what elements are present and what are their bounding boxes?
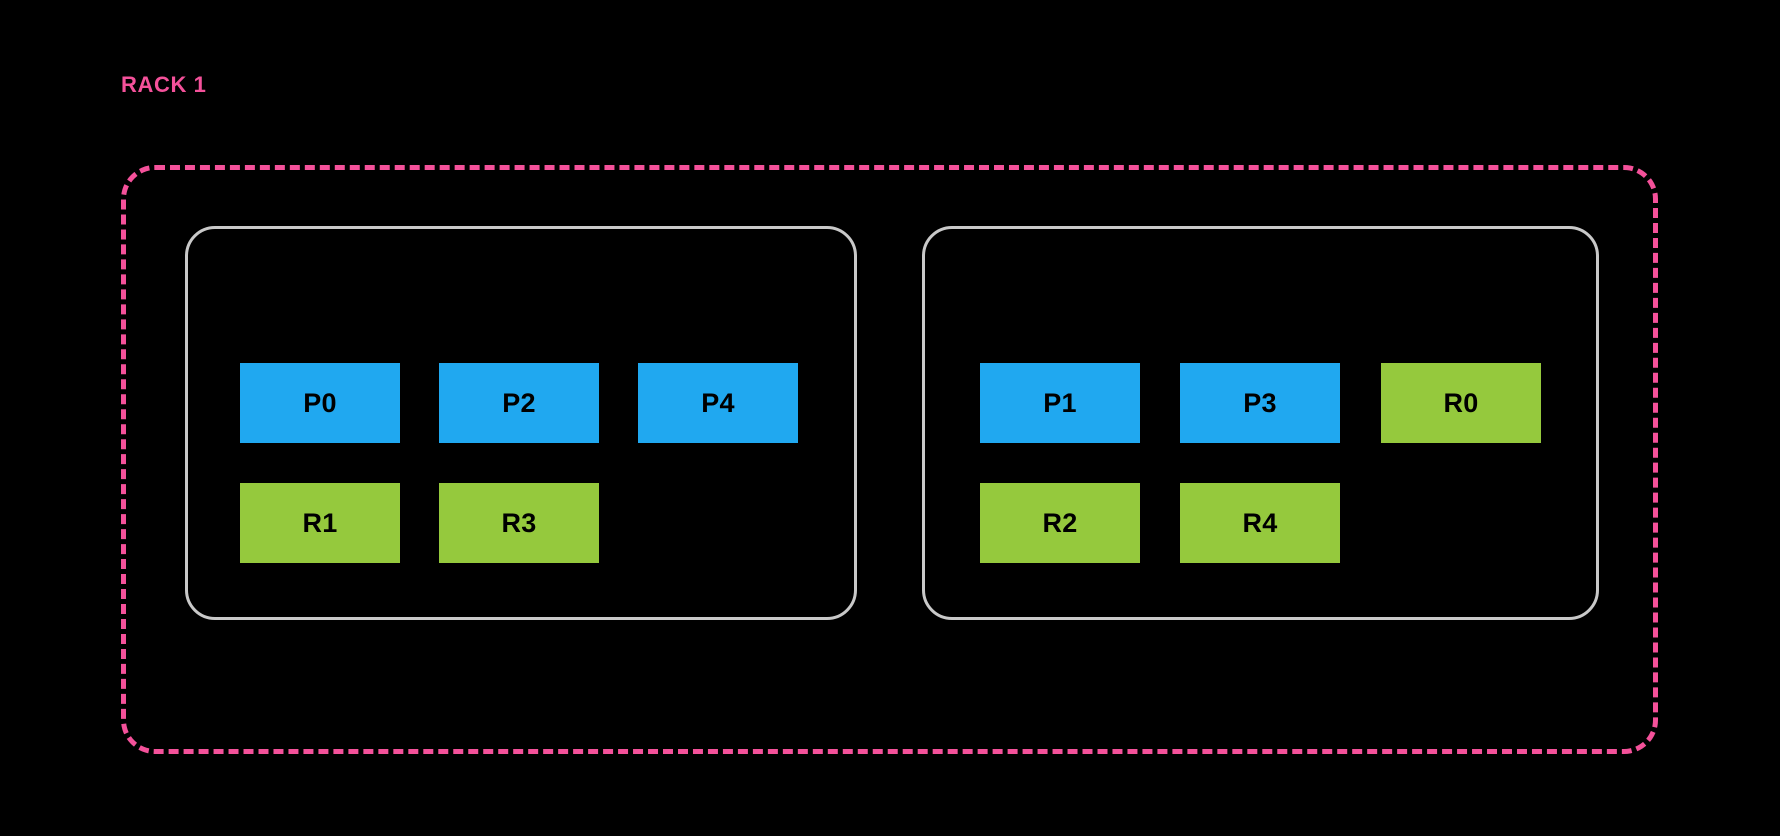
shard-p4[interactable]: P4 [638, 363, 798, 443]
rack-boundary [121, 165, 1658, 754]
node-panel-right [922, 226, 1599, 620]
shard-r3[interactable]: R3 [439, 483, 599, 563]
shard-r0[interactable]: R0 [1381, 363, 1541, 443]
shard-p2[interactable]: P2 [439, 363, 599, 443]
shard-r1[interactable]: R1 [240, 483, 400, 563]
shard-r4[interactable]: R4 [1180, 483, 1340, 563]
rack-label: RACK 1 [121, 72, 207, 97]
shard-p1[interactable]: P1 [980, 363, 1140, 443]
shard-r2[interactable]: R2 [980, 483, 1140, 563]
node-panel-left [185, 226, 857, 620]
shard-p0[interactable]: P0 [240, 363, 400, 443]
shard-p3[interactable]: P3 [1180, 363, 1340, 443]
